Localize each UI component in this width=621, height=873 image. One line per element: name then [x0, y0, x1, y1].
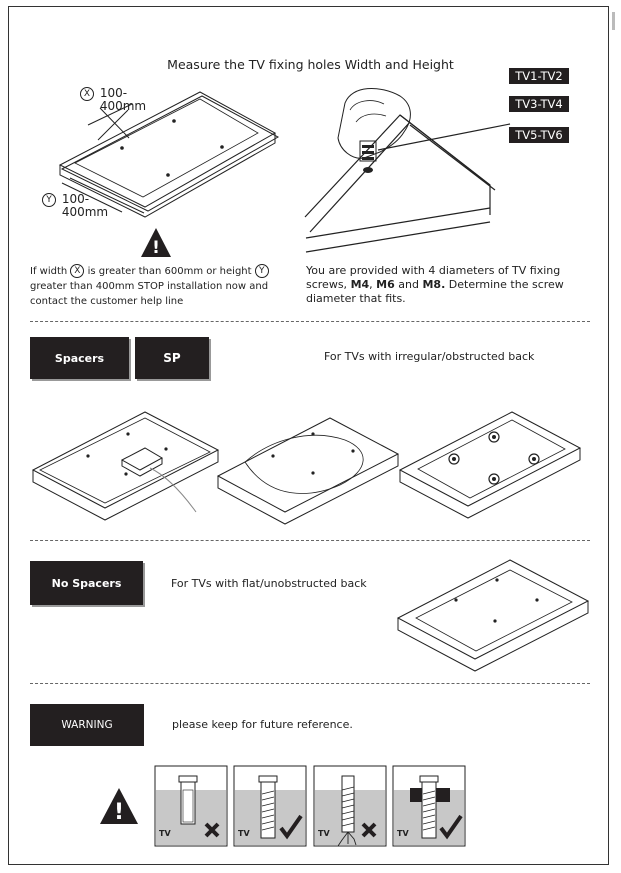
height-range: 100- 400mm — [61, 192, 109, 219]
tv-tag-2: TV3-TV4 — [509, 96, 569, 112]
spacers-code: SP — [135, 337, 209, 379]
width-range: 100- 400mm — [99, 86, 147, 113]
tv-tag-1: TV1-TV2 — [509, 68, 569, 84]
screw-text-part: Determine the screw diameter that fits. — [306, 278, 564, 305]
height-marker: Y — [42, 193, 56, 207]
no-spacers-label: No Spacers — [30, 561, 143, 605]
stop-text-part: greater than 400mm STOP installation now… — [30, 281, 269, 307]
screw-instruction: You are provided with 4 diameters of TV … — [306, 264, 576, 306]
divider — [30, 321, 590, 322]
height-marker-inline: Y — [254, 264, 269, 278]
warning-note: please keep for future reference. — [172, 718, 353, 731]
panel-2-tv-label: TV — [238, 829, 250, 838]
width-marker-inline: X — [70, 264, 85, 278]
scrollbar-handle[interactable] — [612, 12, 615, 30]
spacers-label: Spacers — [30, 337, 129, 379]
panel-4-tv-label: TV — [397, 829, 409, 838]
screw-m8: M8. — [422, 278, 446, 291]
screw-text-part: , — [369, 278, 377, 291]
stop-text-part: is greater than 600mm or height — [84, 266, 255, 277]
screw-text-part: You are provided with 4 diameters of TV … — [306, 264, 561, 291]
height-dimension: Y 100- 400mm — [42, 193, 108, 219]
screw-m4: M4 — [350, 278, 370, 291]
page-heading: Measure the TV fixing holes Width and He… — [167, 57, 454, 72]
divider — [30, 540, 590, 541]
divider — [30, 683, 590, 684]
stop-instruction: If width X is greater than 600mm or heig… — [30, 264, 275, 309]
no-spacers-note: For TVs with flat/unobstructed back — [171, 577, 367, 590]
page-frame — [8, 6, 609, 865]
warning-label: WARNING — [30, 704, 144, 746]
stop-text-part: If width — [30, 266, 71, 277]
tv-tag-3: TV5-TV6 — [509, 127, 569, 143]
screw-text-part: and — [394, 278, 423, 291]
panel-3-tv-label: TV — [318, 829, 330, 838]
panel-1-tv-label: TV — [159, 829, 171, 838]
screw-m6: M6 — [376, 278, 395, 291]
svg-text:!: ! — [152, 238, 160, 258]
spacers-note: For TVs with irregular/obstructed back — [324, 350, 535, 363]
svg-text:!: ! — [114, 800, 124, 825]
width-dimension: X 100- 400mm — [80, 87, 146, 113]
width-marker: X — [80, 87, 94, 101]
